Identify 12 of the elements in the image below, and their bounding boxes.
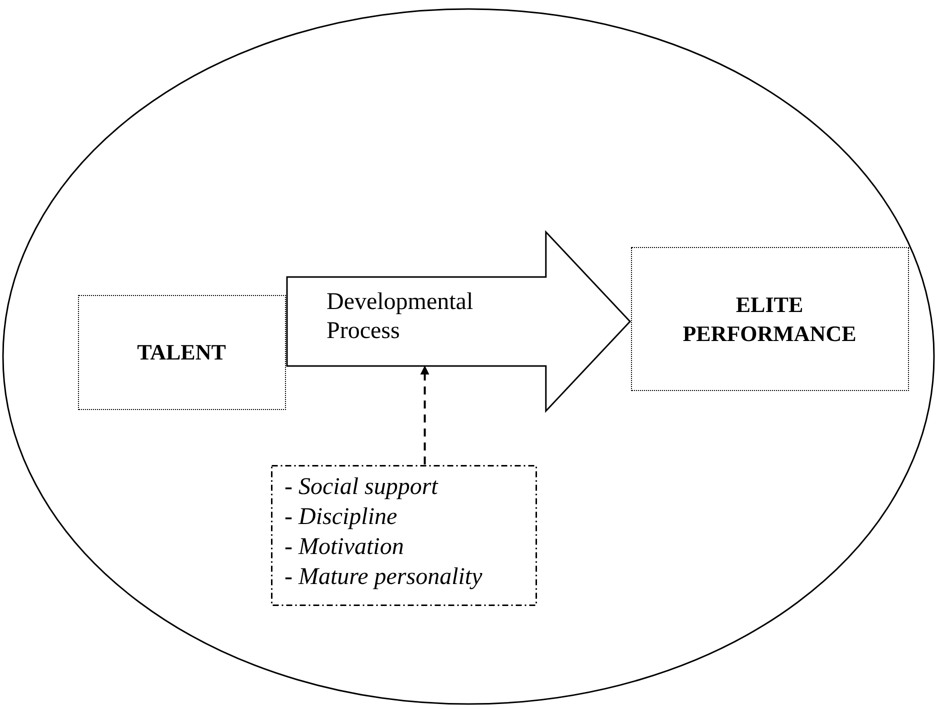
list-item: - Motivation — [284, 532, 404, 560]
block-arrow — [286, 230, 631, 412]
node-label: ELITE PERFORMANCE — [682, 290, 858, 348]
list-item: - Mature personality — [284, 562, 482, 590]
node-label: Developmental Process — [326, 288, 474, 346]
node-label: TALENT — [136, 338, 227, 366]
list-item: - Social support — [284, 472, 438, 500]
ellipse-boundary — [2, 8, 935, 705]
dotted-box — [78, 294, 286, 410]
dashed-arrow — [420, 366, 430, 464]
list-item: - Discipline — [284, 502, 398, 530]
dotted-box — [630, 246, 908, 390]
